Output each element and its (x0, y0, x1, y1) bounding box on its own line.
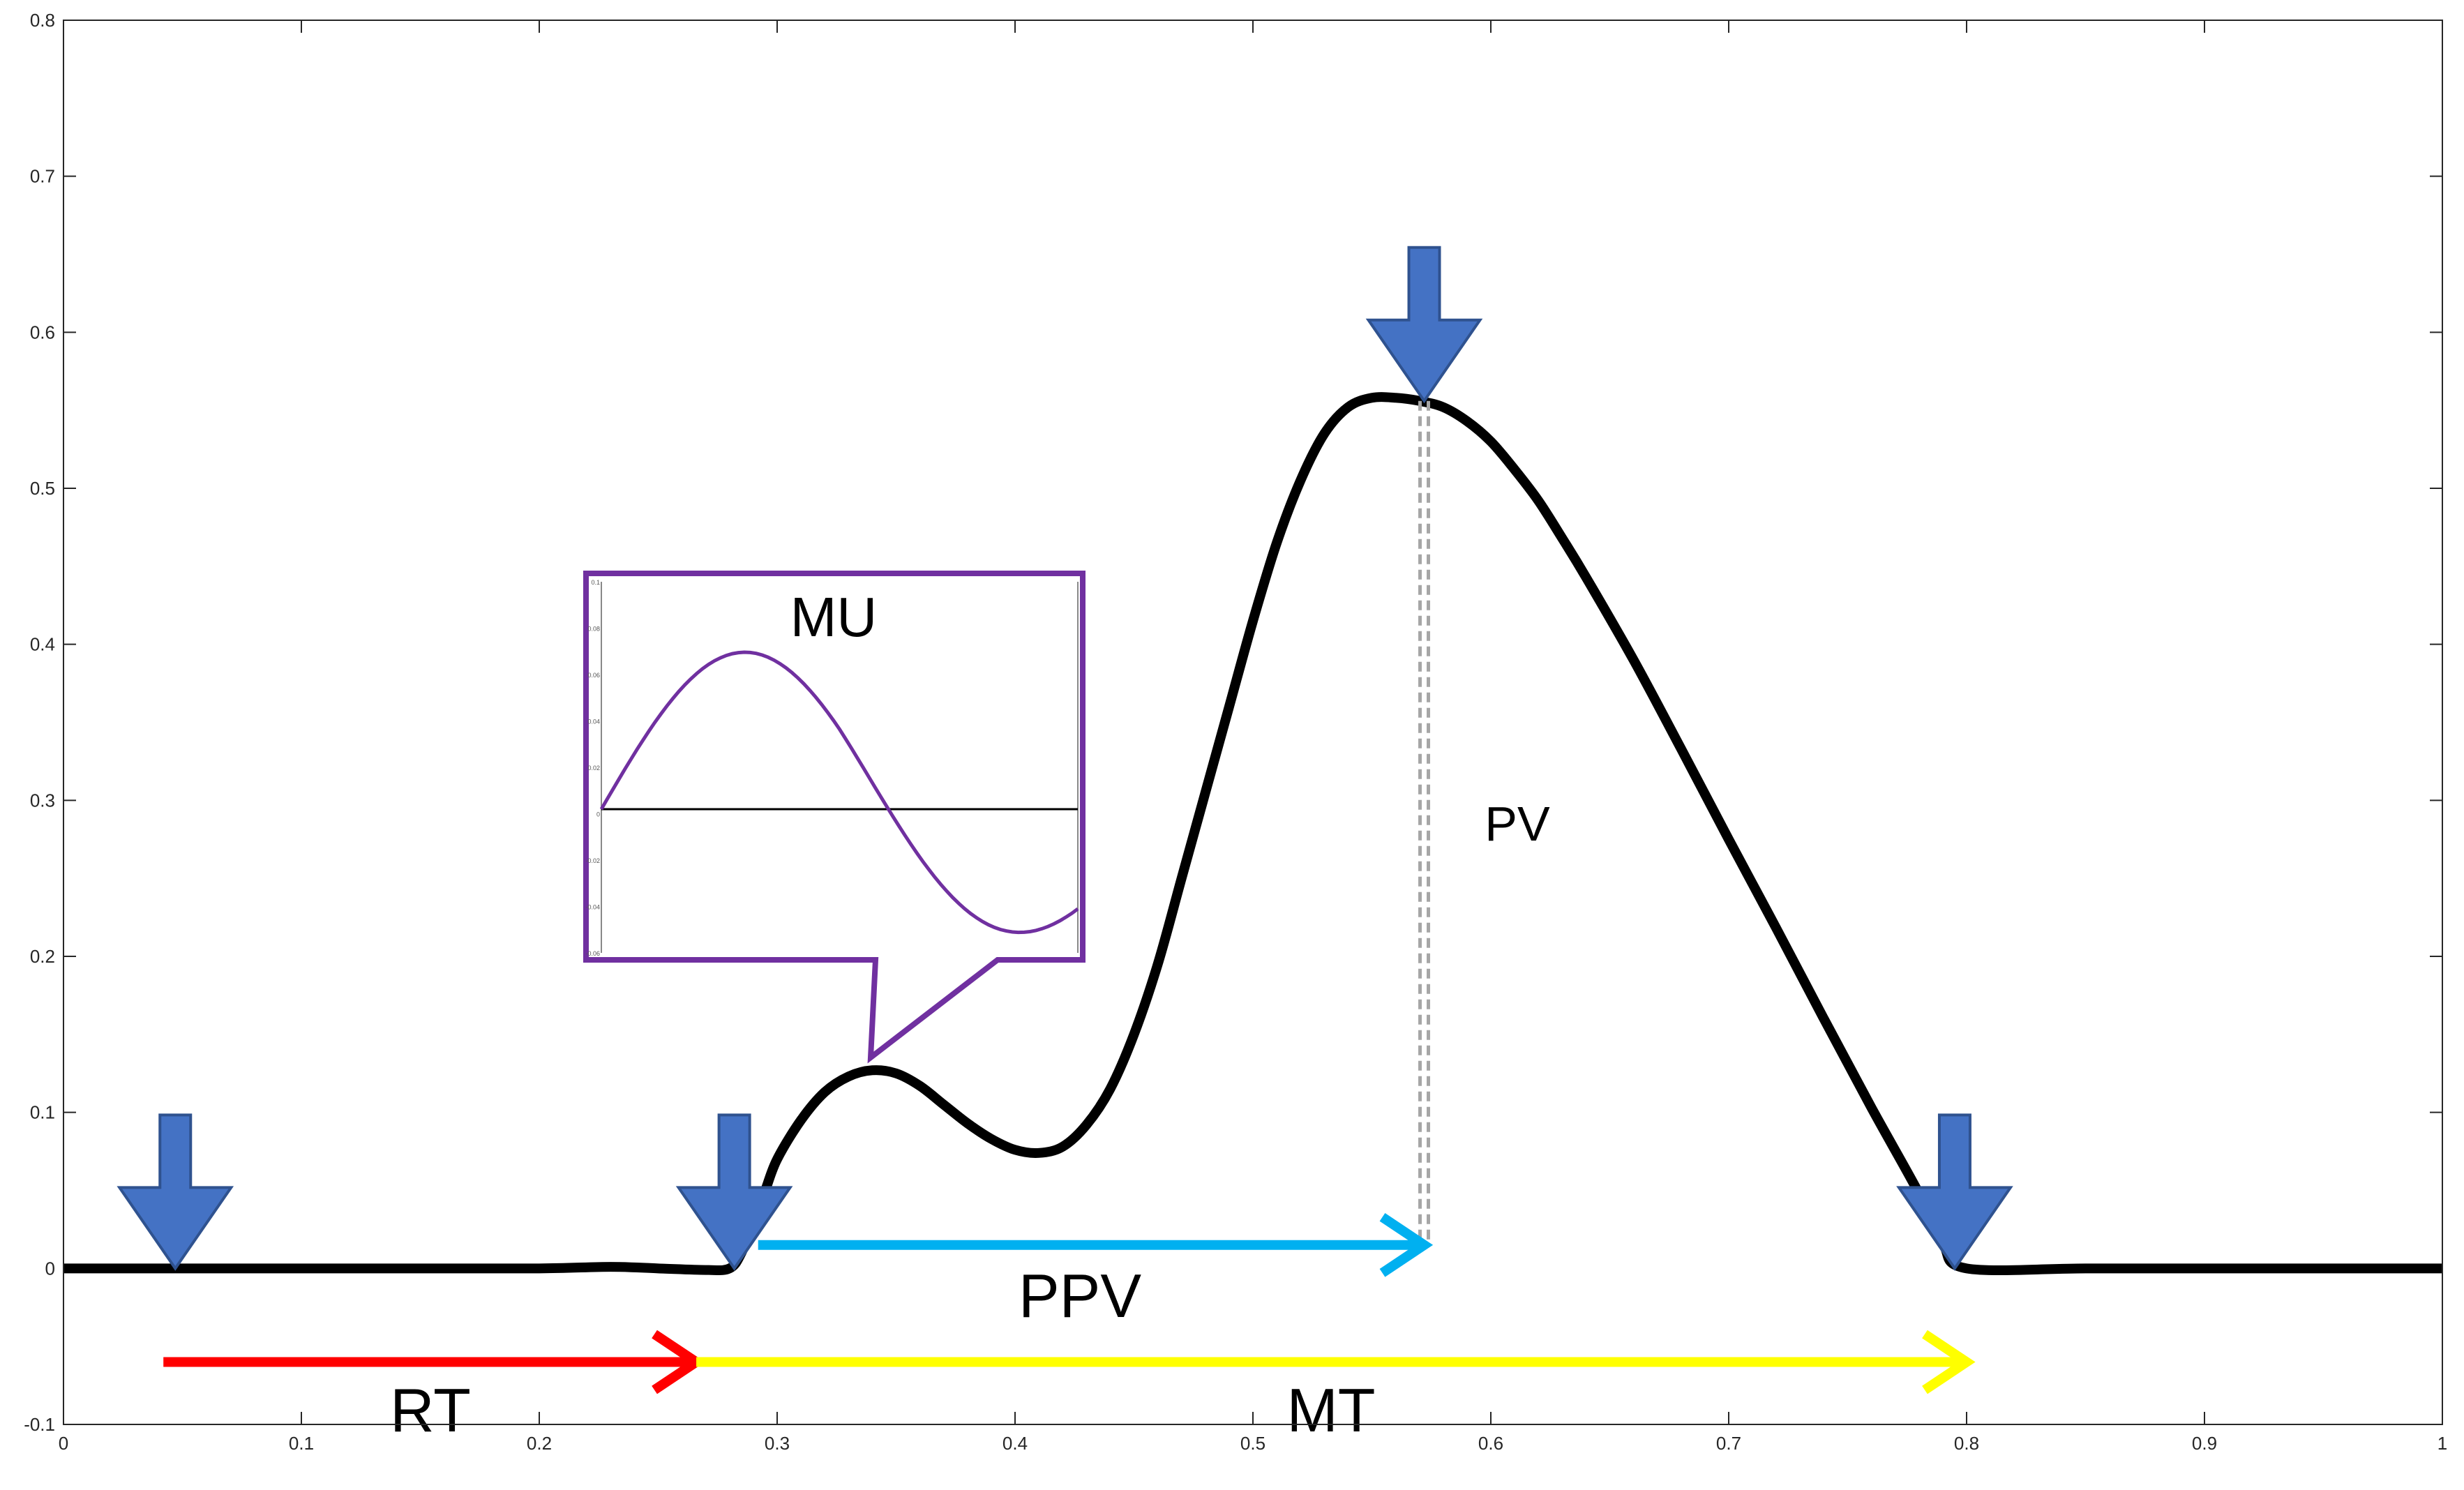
y-tick-label: -0.1 (24, 1414, 55, 1435)
inset-y-tick-label: 0.04 (587, 718, 600, 725)
marker-arrow-movement-end (1896, 1113, 2013, 1271)
overlay: 0.1 0.08 0.06 0.04 0.02 0 -0.02 -0.04 -0.06 MU PV P… (117, 246, 2013, 1445)
annotation-ppv: PPV (1019, 1261, 1141, 1330)
x-tick-label: 0.6 (1478, 1433, 1503, 1454)
marker-arrow-movement-onset (675, 1113, 793, 1271)
plot-frame (63, 20, 2443, 1425)
inset-y-tick-label: 0.1 (591, 579, 600, 586)
inset-y-tick-label: 0.08 (587, 626, 600, 633)
annotation-mt: MT (1286, 1376, 1375, 1445)
x-tick-label: 0.1 (289, 1433, 314, 1454)
x-tick-label: 0.3 (765, 1433, 790, 1454)
annotation-pv: PV (1485, 797, 1550, 851)
inset-y-tick-label: 0.02 (587, 765, 600, 772)
x-tick-label: 0 (59, 1433, 68, 1454)
x-tick-label: 0.4 (1002, 1433, 1028, 1454)
x-tick-label: 0.7 (1716, 1433, 1741, 1454)
inset-y-tick-label: -0.02 (585, 857, 600, 864)
y-tick-label: 0.6 (30, 322, 55, 343)
y-tick-label: 0.4 (30, 634, 55, 655)
x-tick-label: 0.8 (1954, 1433, 1979, 1454)
inset-y-tick-label: -0.06 (585, 950, 600, 957)
y-tick-label: 0 (45, 1258, 55, 1279)
annotation-mu: MU (790, 586, 877, 648)
y-tick-label: 0.5 (30, 478, 55, 499)
inset-curve (599, 650, 1079, 935)
y-tick-label: 0.7 (30, 166, 55, 187)
y-tick-label: 0.2 (30, 946, 55, 967)
x-tick-label: 1 (2437, 1433, 2447, 1454)
inset-y-tick-label: -0.04 (585, 904, 600, 911)
annotation-rt: RT (390, 1376, 471, 1445)
marker-arrow-peak-velocity (1365, 246, 1483, 404)
x-tick-label: 0.2 (527, 1433, 552, 1454)
x-tick-label: 0.9 (2192, 1433, 2217, 1454)
marker-arrow-rest-start (117, 1113, 234, 1271)
interval-arrowhead-ppv (1379, 1212, 1434, 1277)
y-tick-label: 0.1 (30, 1102, 55, 1123)
plot-background (63, 20, 2442, 1424)
y-tick-label: 0.3 (30, 790, 55, 811)
interval-arrowhead-mt (1922, 1330, 1976, 1394)
inset-callout-box (583, 571, 1085, 1064)
y-tick-label: 0.8 (30, 10, 55, 31)
x-tick-label: 0.5 (1240, 1433, 1265, 1454)
inset-y-tick-label: 0.06 (587, 672, 600, 679)
inset-y-tick-label: 0 (596, 811, 600, 818)
